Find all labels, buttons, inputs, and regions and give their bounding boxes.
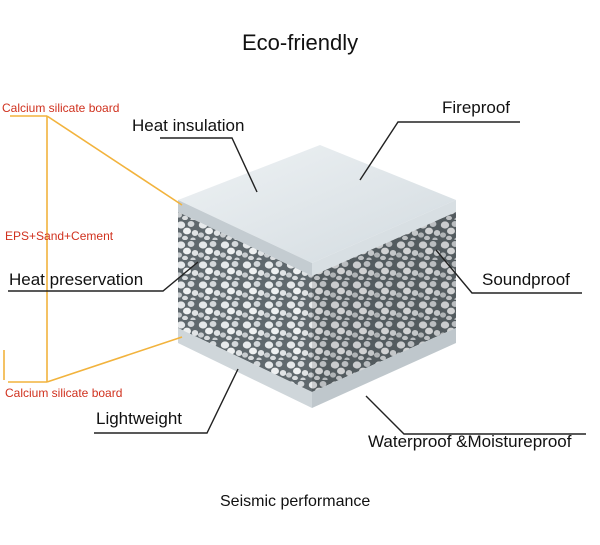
leader-lightweight xyxy=(94,368,239,434)
leader-soundproof xyxy=(435,249,582,294)
board-bottom-front xyxy=(178,328,312,408)
layer-middle-label: EPS+Sand+Cement xyxy=(5,229,114,243)
board-top-edge-right xyxy=(312,200,456,276)
feature-heat-preservation: Heat preservation xyxy=(9,270,144,289)
board-top-edge-front xyxy=(178,200,312,276)
bottom-caption: Seismic performance xyxy=(220,493,371,510)
feature-heat-insulation: Heat insulation xyxy=(132,116,245,135)
layer-top-label: Calcium silicate board xyxy=(2,101,120,115)
feature-soundproof: Soundproof xyxy=(482,270,570,289)
leader-heat-insulation xyxy=(160,137,258,193)
core-right-face xyxy=(312,212,456,392)
leader-waterproof xyxy=(365,395,586,435)
leader-heat-preservation xyxy=(8,261,199,292)
feature-lightweight: Lightweight xyxy=(96,409,183,428)
board-top-face xyxy=(178,145,456,263)
core-right-shade xyxy=(312,212,456,392)
leader-fireproof xyxy=(359,121,520,181)
layer-bottom-label: Calcium silicate board xyxy=(5,386,123,400)
bracket-bottom-diagonal xyxy=(46,336,183,383)
board-bottom-right xyxy=(312,328,456,408)
feature-fireproof: Fireproof xyxy=(442,98,511,117)
diagram-title: Eco-friendly xyxy=(242,30,359,55)
bracket-top-diagonal xyxy=(46,115,183,206)
feature-waterproof: Waterproof &Moistureproof xyxy=(368,432,572,451)
core-front-face xyxy=(178,212,312,392)
